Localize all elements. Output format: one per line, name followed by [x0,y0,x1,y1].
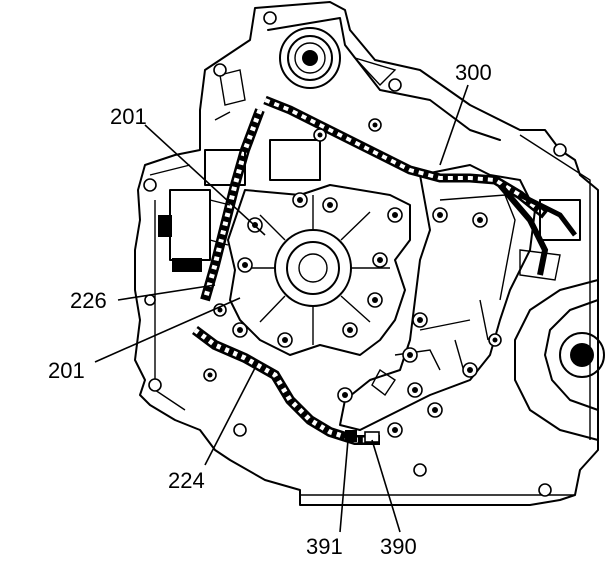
leader-390 [371,439,401,533]
leader-201-left [94,297,241,363]
leader-224 [204,367,256,466]
harness-connector-right [519,199,581,281]
harness-connector-top [204,139,321,186]
callout-201-top: 201 [110,104,147,129]
leader-201-top [144,124,266,236]
callout-201-left: 201 [48,358,85,383]
callout-390: 390 [380,534,417,559]
case-bolts [143,11,567,497]
valve-body-bolts [203,118,502,438]
leader-lines [94,84,469,533]
transmission-case-outline [134,1,599,506]
callout-224: 224 [168,468,205,493]
callout-391: 391 [306,534,343,559]
valve-body-plate [227,184,411,356]
wiring-connector-391 [345,430,357,442]
leader-300 [439,84,469,166]
wiring-harness-top [263,95,577,276]
leader-391 [339,439,349,533]
leader-226 [117,284,216,301]
bearing-seal [279,27,341,89]
output-shaft-drum [514,279,605,441]
callout-300: 300 [455,60,492,85]
harness-connector-left [158,189,231,272]
callout-226: 226 [70,288,107,313]
